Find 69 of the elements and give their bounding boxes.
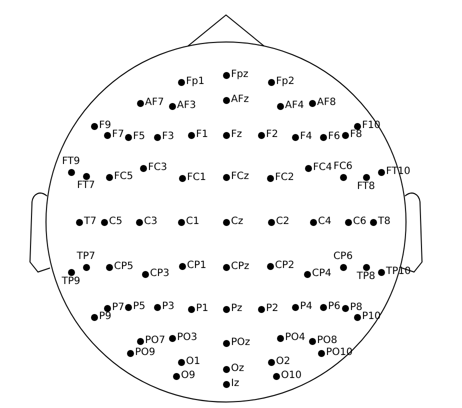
electrode-label: Fz — [231, 129, 242, 141]
electrode-label: CP3 — [150, 268, 170, 280]
electrode-label: Fpz — [231, 69, 248, 81]
electrode-label: P7 — [112, 302, 124, 314]
electrode-label: FC2 — [275, 172, 294, 184]
electrode-label: PO4 — [285, 332, 306, 344]
electrode-label: O10 — [281, 370, 302, 382]
electrode-label: T7 — [84, 216, 96, 228]
electrode-label: FT7 — [76, 180, 96, 192]
electrode-label: Fp1 — [186, 76, 204, 88]
electrode-label: F2 — [266, 129, 278, 141]
electrode-label: PO3 — [177, 332, 198, 344]
electrode-label: T8 — [378, 216, 390, 228]
electrode-label: FCz — [231, 171, 249, 183]
electrode-label: CP2 — [275, 260, 294, 272]
electrode-label: P6 — [328, 301, 340, 313]
electrode-label: CP6 — [333, 251, 353, 263]
electrode-label: Cz — [231, 216, 244, 228]
electrode-label: F7 — [112, 129, 124, 141]
electrode-label: TP7 — [76, 251, 96, 263]
electrode-label: AF7 — [145, 97, 164, 109]
electrode-label: C3 — [144, 216, 158, 228]
electrode-label: F6 — [328, 131, 340, 143]
electrode-label: Iz — [231, 378, 240, 390]
electrode-label: P3 — [162, 301, 174, 313]
electrode-label: AFz — [231, 94, 249, 106]
electrode-label: CP1 — [187, 260, 206, 272]
electrode-label: PO7 — [145, 335, 166, 347]
electrode-label: C6 — [353, 216, 366, 228]
electrode-label: TP9 — [62, 276, 80, 288]
electrode-label: Fp2 — [276, 76, 294, 88]
electrode-label: AF4 — [285, 100, 304, 112]
electrode-label: P8 — [350, 302, 362, 314]
electrode-label: POz — [231, 337, 250, 349]
electrode-label: F8 — [350, 129, 362, 141]
electrode-label: O9 — [181, 370, 196, 382]
electrode-label: AF8 — [317, 97, 336, 109]
electrode-label: AF3 — [177, 100, 196, 112]
electrode-label: F4 — [300, 131, 312, 143]
electrode-label: O1 — [186, 356, 200, 368]
electrode-label: F9 — [99, 120, 112, 132]
electrode-label: P1 — [196, 303, 208, 315]
electrode-label: Pz — [231, 303, 242, 315]
electrode-label: CP5 — [114, 261, 134, 273]
electrode-label: F5 — [133, 131, 146, 143]
electrode-label: PO9 — [135, 347, 156, 359]
electrode-label: C1 — [186, 216, 200, 228]
electrode-label: FC1 — [187, 172, 206, 184]
electrode-label: Oz — [231, 363, 244, 375]
electrode-label: C5 — [109, 216, 122, 228]
electrode-label: FC6 — [333, 161, 353, 173]
electrode-label: TP8 — [356, 271, 376, 283]
electrode-label: P2 — [266, 303, 278, 315]
electrode-label: CP4 — [312, 268, 332, 280]
electrode-label: FT8 — [356, 181, 376, 193]
electrode-label: O2 — [276, 356, 290, 368]
electrode-label: FT9 — [62, 156, 80, 168]
electrode-label: C2 — [276, 216, 290, 228]
electrode-label: C4 — [318, 216, 332, 228]
electrode-label: FC3 — [148, 162, 168, 174]
electrode-label: FC4 — [313, 162, 332, 174]
electrode-label: FC5 — [114, 171, 134, 183]
electrode-label: F3 — [162, 131, 174, 143]
electrode-label: P4 — [300, 301, 312, 313]
electrode-label: P9 — [99, 311, 112, 323]
electrode-label: CPz — [231, 261, 250, 273]
electrode-label: P5 — [133, 301, 146, 313]
electrode-label: PO8 — [317, 335, 338, 347]
electrode-label: F1 — [196, 129, 208, 141]
